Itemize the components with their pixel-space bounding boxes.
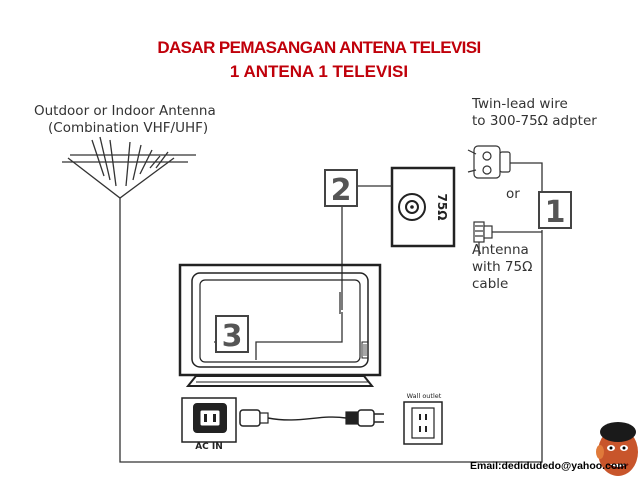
step-2-box: 2 bbox=[324, 169, 358, 208]
step-1-number: 1 bbox=[545, 195, 566, 230]
antenna-label-line1: Outdoor or Indoor Antenna bbox=[34, 103, 216, 119]
television-icon bbox=[178, 263, 382, 387]
ac-in-label: AC IN bbox=[195, 442, 223, 452]
antenna-label-line2: (Combination VHF/UHF) bbox=[48, 120, 209, 136]
tv-antenna-cable bbox=[339, 185, 392, 314]
diagram-title: DASAR PEMASANGAN ANTENA TELEVISI bbox=[157, 38, 481, 57]
antenna-label: Outdoor or Indoor Antenna (Combination V… bbox=[34, 103, 216, 137]
twinlead-label-line1: Twin-lead wire bbox=[472, 96, 568, 112]
or-label: or bbox=[506, 186, 520, 202]
twinlead-adapter-icon bbox=[467, 145, 511, 179]
step-2-number: 2 bbox=[331, 173, 352, 208]
twinlead-label: Twin-lead wire to 300-75Ω adpter bbox=[472, 96, 597, 130]
coax-connector-icon bbox=[473, 221, 493, 256]
step-3-box: 3 bbox=[215, 315, 249, 354]
antenna-socket-panel: 75Ω bbox=[390, 166, 456, 248]
antenna75-label-line3: cable bbox=[472, 276, 509, 292]
antenna-icon bbox=[62, 136, 196, 220]
wall-outlet-label: Wall outlet bbox=[407, 392, 442, 400]
caricature-avatar-icon bbox=[596, 422, 638, 476]
wall-outlet-icon: Wall outlet bbox=[403, 392, 443, 445]
twinlead-label-line2: to 300-75Ω adpter bbox=[472, 113, 597, 129]
antenna-cable bbox=[119, 220, 543, 463]
step-3-number: 3 bbox=[222, 319, 243, 354]
step-1-box: 1 bbox=[538, 191, 572, 230]
antenna75-label: Antenna with 75Ω cable bbox=[472, 242, 532, 293]
antenna75-label-line2: with 75Ω bbox=[472, 259, 533, 275]
power-cord-icon bbox=[239, 409, 384, 427]
antenna75-label-line1: Antenna bbox=[472, 242, 529, 258]
adapter-cable bbox=[488, 162, 543, 233]
footer-email: Email:dedidudedo@yahoo.com bbox=[470, 460, 627, 472]
ac-in-socket-icon: AC IN bbox=[181, 397, 237, 452]
socket-75-label: 75Ω bbox=[435, 194, 449, 221]
diagram-subtitle: 1 ANTENA 1 TELEVISI bbox=[229, 62, 409, 81]
